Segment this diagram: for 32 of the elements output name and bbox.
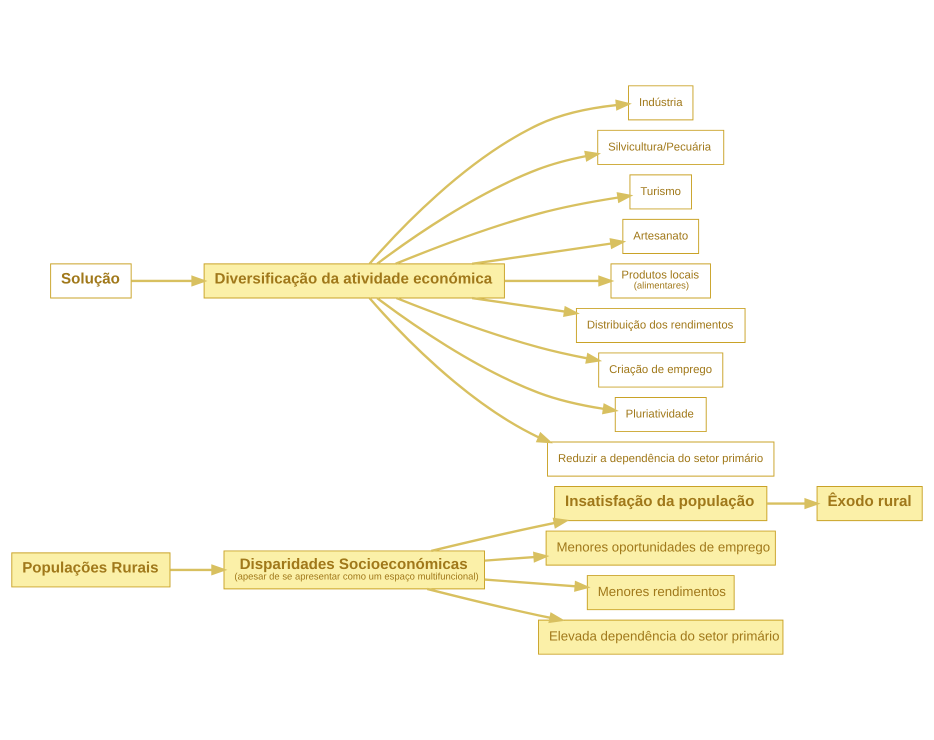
arrow <box>170 564 228 576</box>
node-box: Turismo <box>629 174 692 210</box>
node-box: Pluriatividade <box>614 397 707 432</box>
node-box: Disparidades Socioeconómicas (apesar de se apresentar como um espaço multifuncional) <box>224 550 485 590</box>
node-box: Êxodo rural <box>816 486 923 522</box>
arrow <box>376 150 602 265</box>
arrow <box>395 192 634 265</box>
arrow <box>376 297 619 414</box>
arrow <box>484 578 591 592</box>
arrow <box>131 275 208 287</box>
node-box: Produtos locais (alimentares) <box>610 263 711 298</box>
node-box: Populações Rurais <box>11 552 170 588</box>
node-box: Reduzir a dependência do setor primário <box>547 442 774 477</box>
arrow <box>368 297 553 444</box>
node-box: Insatisfação da população <box>554 486 768 522</box>
arrow <box>431 518 570 552</box>
arrow <box>767 498 821 510</box>
node-box: Silvicultura/Pecuária <box>597 130 724 165</box>
arrow <box>426 588 566 624</box>
node-box: Solução <box>50 263 132 298</box>
node-box: Elevada dependência do setor primário <box>538 620 784 655</box>
node-box: Distribuição dos rendimentos <box>576 308 746 343</box>
node-box: Indústria <box>628 85 694 120</box>
node-box: Menores oportunidades de emprego <box>546 530 776 566</box>
arrow <box>504 275 614 287</box>
arrow <box>396 296 602 364</box>
arrow <box>484 552 550 563</box>
node-box: Criação de emprego <box>598 352 724 388</box>
node-box: Artesanato <box>622 218 700 254</box>
arrow <box>368 100 632 265</box>
node-box: Diversificação da atividade económica <box>204 263 505 298</box>
node-box: Menores rendimentos <box>586 575 735 610</box>
